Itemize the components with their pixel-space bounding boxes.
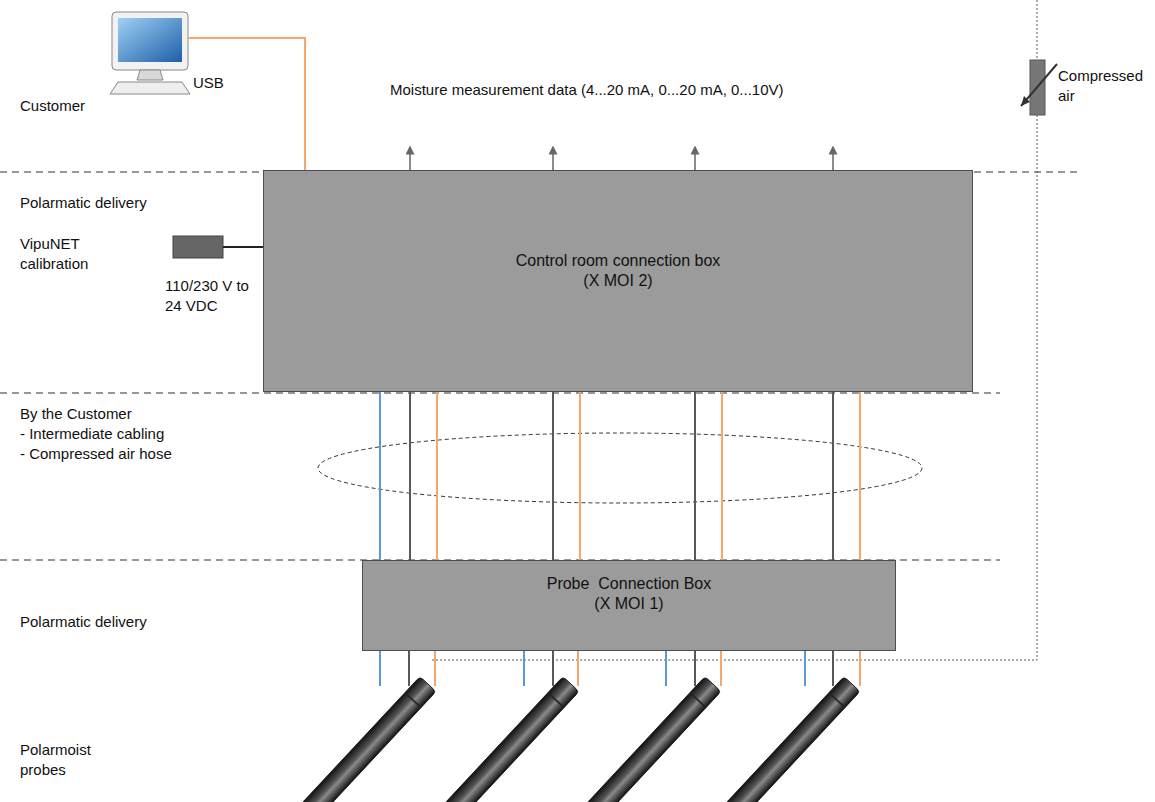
annotation-label: Polarmatic delivery xyxy=(20,193,147,213)
signal-cable xyxy=(832,392,834,560)
annotation-label: Compressed air xyxy=(1058,66,1153,105)
polarmoist-probe xyxy=(433,676,579,802)
polarmoist-probe xyxy=(714,676,860,802)
annotation-label: USB xyxy=(193,73,224,93)
connection-box: Probe Connection Box(X MOI 1) xyxy=(362,560,896,651)
signal-cable xyxy=(379,392,381,560)
signal-cable xyxy=(552,392,554,560)
annotation-label: Customer xyxy=(20,96,85,116)
computer-icon xyxy=(110,12,190,94)
usb-cable xyxy=(188,38,305,170)
annotation-label: By the Customer xyxy=(20,404,132,424)
polarmoist-probe xyxy=(290,676,436,802)
annotation-label: - Compressed air hose xyxy=(20,444,172,464)
annotation-label: Moisture measurement data (4...20 mA, 0.… xyxy=(390,80,784,100)
polarmoist-probe xyxy=(290,676,860,802)
annotation-label: VipuNET calibration xyxy=(20,234,120,273)
signal-cable xyxy=(579,392,581,560)
signal-cable xyxy=(694,392,696,560)
signal-cable xyxy=(859,392,861,560)
annotation-label: Polarmatic delivery xyxy=(20,612,147,632)
output-arrow xyxy=(410,150,833,170)
signal-cable xyxy=(409,392,411,560)
customer-cabling-ellipse xyxy=(318,433,922,503)
connection-box: Control room connection box(X MOI 2) xyxy=(263,170,973,392)
signal-cable xyxy=(721,392,723,560)
box-label: Control room connection box xyxy=(516,251,721,271)
annotation-label: Polarmoist probes xyxy=(20,740,110,779)
box-label: (X MOI 2) xyxy=(583,271,652,291)
polarmoist-probe xyxy=(575,676,721,802)
annotation-label: 110/230 V to 24 VDC xyxy=(165,276,260,315)
power-adapter xyxy=(173,236,263,258)
probe-wire xyxy=(380,651,860,686)
annotation-label: - Intermediate cabling xyxy=(20,424,164,444)
box-label: (X MOI 1) xyxy=(594,594,663,614)
box-label: Probe Connection Box xyxy=(547,574,712,594)
signal-cable xyxy=(436,392,438,560)
